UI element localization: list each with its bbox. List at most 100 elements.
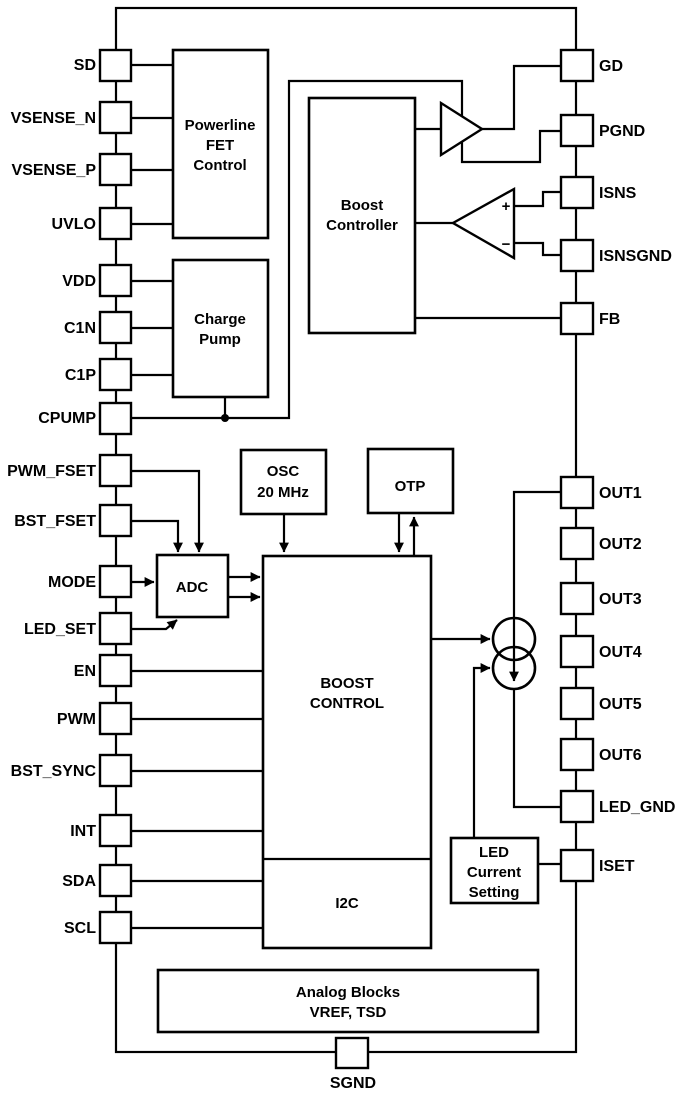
led-gnd-wire [512,689,561,809]
pin-label-int: INT [70,823,96,840]
pin-label-iset: ISET [599,858,635,875]
pin-c1p [98,357,133,392]
pin-cpump [98,401,133,436]
pin-vsense-p [98,152,133,187]
pin-label-isns: ISNS [599,185,637,202]
pin-label-led-gnd: LED_GND [599,799,675,816]
pin-isnsgnd [559,238,595,273]
pin-label-vdd: VDD [62,273,96,290]
pin-label-cpump: CPUMP [38,410,96,427]
pin-scl [98,910,133,945]
pin-sd [98,48,133,83]
pin-vdd [98,263,133,298]
otp-block [366,447,455,515]
pin-bst-fset [98,503,133,538]
boost-controller-label: Controller [326,217,398,234]
analog-blocks-label: VREF, TSD [310,1004,387,1021]
pin-label-sda: SDA [62,873,96,890]
charge-pump-block [171,258,270,399]
analog-blocks-label: Analog Blocks [296,984,400,1001]
current-source-icon [491,645,537,691]
pin-label-led-set: LED_SET [24,621,96,638]
pin-label-pwm: PWM [57,711,96,728]
pin-label-vsense-n: VSENSE_N [11,110,96,127]
pin-label-bst-sync: BST_SYNC [11,763,97,780]
pin-label-mode: MODE [48,574,96,591]
pin-label-fb: FB [599,311,620,328]
isnsgnd-wire [514,241,561,257]
pin-gd [559,48,595,83]
charge-pump-label: Charge [194,311,246,328]
pin-label-pgnd: PGND [599,123,645,140]
pin-pwm [98,701,133,736]
pin-label-isnsgnd: ISNSGND [599,248,672,265]
pin-label-gd: GD [599,58,623,75]
pin-out5 [559,686,595,721]
pin-sgnd [334,1036,370,1070]
powerline-fet-control-label: Control [193,157,246,174]
i2c-label: I2C [335,895,359,912]
pin-label-vsense-p: VSENSE_P [12,162,97,179]
pin-iset [559,848,595,883]
pin-c1n [98,310,133,345]
pin-label-out3: OUT3 [599,591,642,608]
pin-label-sgnd: SGND [330,1075,376,1092]
otp-label: OTP [395,478,426,495]
pin-out1 [559,475,595,510]
pin-uvlo [98,206,133,241]
osc-label: 20 MHz [257,484,309,501]
pin-bst-sync [98,753,133,788]
pin-out2 [559,526,595,561]
pin-out6 [559,737,595,772]
current-sense-comparator-icon [450,186,516,261]
boost-controller-label: Boost [341,197,384,214]
pin-label-out4: OUT4 [599,644,642,661]
pin-label-sd: SD [74,57,96,74]
pin-mode [98,564,133,599]
pin-isns [559,175,595,210]
analog-blocks-block [156,968,540,1034]
pin-en [98,653,133,688]
boost-control-label: CONTROL [310,695,384,712]
boost-controller-block [307,96,417,335]
pin-label-out5: OUT5 [599,696,642,713]
bst-fset-wire [131,519,183,553]
pin-pgnd [559,113,595,148]
pin-out3 [559,581,595,616]
pin-label-out6: OUT6 [599,747,642,764]
pin-label-pwm-fset: PWM_FSET [7,463,96,480]
gate-driver-buffer-icon [439,100,485,158]
pin-int [98,813,133,848]
pin-led-gnd [559,789,595,824]
pin-label-uvlo: UVLO [52,216,96,233]
led-set-wire [131,619,178,631]
pin-label-out1: OUT1 [599,485,642,502]
adc-block [155,553,230,619]
out1-current-source-wire [509,490,561,682]
comparator-minus-label: − [502,236,511,253]
pin-label-c1n: C1N [64,320,96,337]
led-current-setting-label: Current [467,864,521,881]
comparator-plus-label: + [502,198,511,215]
pin-label-c1p: C1P [65,367,96,384]
led-current-setting-block [449,836,540,905]
osc-label: OSC [267,463,300,480]
led-current-setting-label: Setting [469,884,520,901]
boost-control-block [261,554,433,950]
led-current-setting-label: LED [479,844,509,861]
boost-control-label: BOOST [320,675,373,692]
powerline-fet-control-label: Powerline [185,117,256,134]
isns-wire [514,190,561,208]
pin-vsense-n [98,100,133,135]
pin-sda [98,863,133,898]
charge-pump-label: Pump [199,331,241,348]
pin-out4 [559,634,595,669]
pin-pwm-fset [98,453,133,488]
adc-label: ADC [176,579,209,596]
pin-label-bst-fset: BST_FSET [14,513,96,530]
pin-label-scl: SCL [64,920,96,937]
powerline-fet-control-label: FET [206,137,234,154]
powerline-fet-control-block [171,48,270,240]
